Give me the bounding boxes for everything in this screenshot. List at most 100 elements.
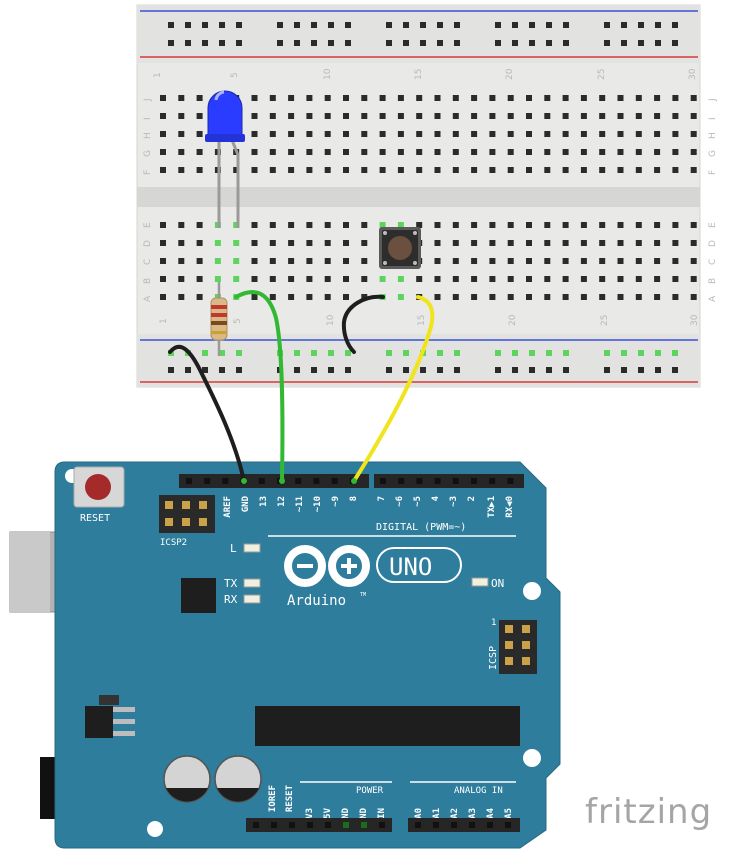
breadboard-hole [654,113,661,119]
button-cap[interactable] [388,236,412,260]
breadboard-hole [672,276,679,282]
breadboard-hole [580,294,587,300]
breadboard-hole [397,95,404,101]
col-num-1-bottom: 1 [159,318,169,324]
breadboard-hole [251,294,258,300]
rail-hole [437,40,443,46]
button-screw-tr [413,231,417,235]
header-hole [489,478,496,484]
breadboard-hole [434,240,441,246]
pin-a0-label: A0 [414,808,424,819]
pin-8-label: 8 [349,496,359,501]
reset-button[interactable] [85,474,111,500]
breadboard-hole [416,149,423,155]
led-rim [205,134,245,142]
pin-5v-label: 5V [323,807,333,818]
breadboard-hole [562,258,569,264]
icsp2-pin [199,518,207,526]
breadboard-hole [452,167,459,173]
top-rail-holes [168,22,678,46]
breadboard-hole [580,149,587,155]
breadboard-hole [214,240,221,246]
regulator-pin-2 [113,719,135,724]
pin-a1-label: A1 [432,808,442,819]
breadboard-hole [599,113,606,119]
col-num-1: 1 [153,72,163,78]
pin-a3-label: A3 [468,808,478,819]
breadboard-hole [416,131,423,137]
breadboard-hole [672,95,679,101]
breadboard-hole [507,95,514,101]
rail-hole [621,22,627,28]
row-letter-b-right: B [708,278,718,284]
rail-hole [655,367,661,373]
icsp-pin [522,641,530,649]
breadboard-hole [434,167,441,173]
pin-vin-label: VIN [377,808,387,824]
rail-hole [621,40,627,46]
breadboard-hole [196,131,203,137]
rail-hole [546,367,552,373]
wire-gnd-black[interactable] [168,344,246,483]
breadboard-hole [196,167,203,173]
breadboard-hole [580,131,587,137]
board-body [54,461,561,849]
header-hole [258,478,265,484]
breadboard-hole [654,131,661,137]
breadboard-hole [160,113,166,119]
breadboard-hole [397,131,404,137]
breadboard-hole [635,222,642,228]
header-hole [186,478,192,484]
rail-hole [495,367,501,373]
breadboard-hole [690,131,697,137]
rail-hole [386,367,392,373]
breadboard-hole [617,113,624,119]
breadboard-hole [452,276,459,282]
cap2-stripe [217,788,259,802]
wire-pin8-yellow[interactable] [352,295,435,483]
rail-hole [328,367,334,373]
breadboard-hole [269,131,276,137]
breadboard-hole [489,167,496,173]
pin-9-label: ~9 [331,496,341,507]
power-header [246,818,392,832]
breadboard-hole [526,113,532,119]
rail-hole [311,367,317,373]
button-screw-br [413,261,417,265]
rail-hole [236,40,242,46]
breadboard-hole [526,222,532,228]
wire-button-gnd-black[interactable] [341,294,385,354]
breadboard-hole [416,276,423,282]
logo-right-loop [328,545,370,587]
breadboard-hole [379,113,386,119]
breadboard-hole [178,113,185,119]
breadboard-hole [196,258,203,264]
analog-pin-labels: A0 A1 A2 A3 A4 A5 [414,807,514,818]
breadboard-hole [251,131,258,137]
logo-brand: Arduino [287,593,346,609]
breadboard-hole [599,149,606,155]
breadboard-hole [214,258,221,264]
analog-label: ANALOG IN [454,786,503,796]
breadboard-hole [580,258,587,264]
breadboard-hole [471,258,478,264]
col-num-30-bottom: 30 [690,314,700,326]
breadboard-hole [233,258,240,264]
breadboard-hole [343,276,349,282]
breadboard-hole [361,276,368,282]
mount-hole-4 [147,821,163,837]
breadboard-hole [269,113,276,119]
pin-10-label: ~10 [313,496,323,512]
icsp-body [499,620,537,674]
breadboard-hole [526,294,532,300]
breadboard-hole [635,294,642,300]
push-button[interactable] [379,227,421,269]
header-hole [379,822,385,828]
breadboard-hole [672,113,679,119]
wire-pin12-green[interactable] [234,290,285,483]
rail-hole [202,367,208,373]
breadboard-hole [617,149,624,155]
breadboard-hole [471,222,478,228]
rail-hole [529,367,535,373]
